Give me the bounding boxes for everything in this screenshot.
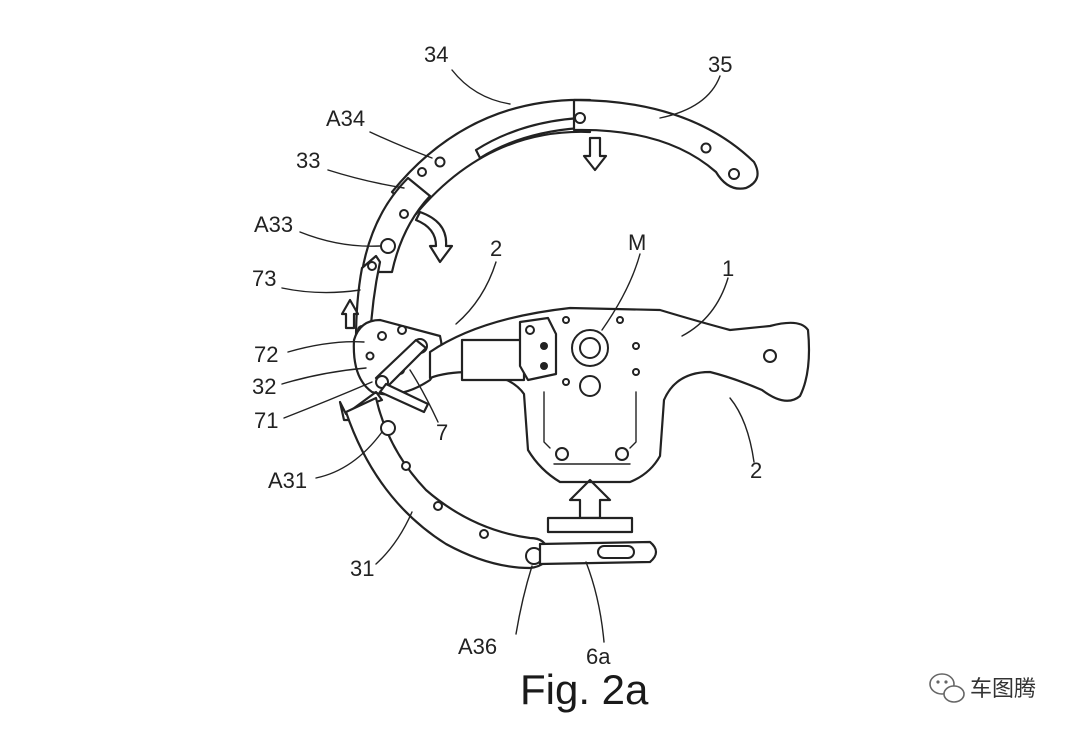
figure-caption: Fig. 2a [520,666,649,713]
watermark: 车图腾 [929,673,1036,703]
main-plate-1 [428,306,811,484]
label-72: 72 [254,342,278,367]
label-M: M [628,230,646,255]
label-34: 34 [424,42,448,67]
up-arrow-icon [340,298,360,330]
segment-33 [360,167,432,274]
segment-35 [572,98,759,190]
wechat-icon [929,673,965,703]
label-6a: 6a [586,644,611,669]
link-71-72 [374,338,430,414]
label-2-right: 2 [750,458,762,483]
bracket-6a [538,478,658,566]
label-1: 1 [722,256,734,281]
label-33: 33 [296,148,320,173]
label-A34: A34 [326,106,365,131]
reference-labels: 34 35 A34 33 A33 2 M 1 73 72 32 71 7 A31… [252,42,762,669]
watermark-text: 车图腾 [970,677,1036,702]
label-71: 71 [254,408,278,433]
label-7: 7 [436,420,448,445]
curved-arrow-icon [414,210,454,264]
label-35: 35 [708,52,732,77]
label-73: 73 [252,266,276,291]
label-A33: A33 [254,212,293,237]
label-32: 32 [252,374,276,399]
label-A36: A36 [458,634,497,659]
leader-lines [281,69,755,643]
label-31: 31 [350,556,374,581]
label-2-top: 2 [490,236,502,261]
label-A31: A31 [268,468,307,493]
down-arrow-icon [582,136,608,172]
